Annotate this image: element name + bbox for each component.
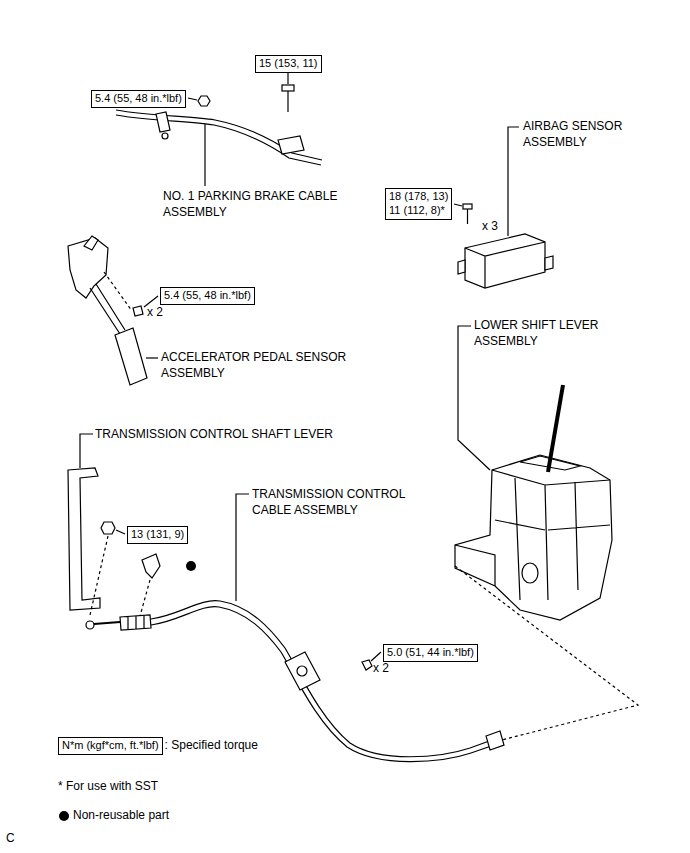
cable-bracket — [278, 136, 304, 154]
leader-line — [146, 357, 158, 358]
torque-spec-box: 5.0 (51, 44 in.*lbf) — [383, 644, 478, 662]
torque-value: 18 (178, 13) — [389, 190, 448, 204]
leader-line — [287, 72, 288, 84]
quantity: x 2 — [147, 305, 163, 321]
bolt — [287, 91, 288, 112]
torque-spec-box: 5.4 (55, 48 in.*lbf) — [160, 287, 255, 305]
legend-swatch — [59, 811, 69, 821]
bolt — [282, 85, 294, 91]
sensor-tab — [458, 256, 553, 274]
cable-eye — [86, 621, 94, 629]
pedal-arm — [90, 284, 125, 334]
part-name: TRANSMISSION CONTROL SHAFT LEVER — [95, 427, 333, 443]
figure-code: C — [6, 831, 15, 847]
dashed-line — [140, 580, 150, 616]
leader-line — [454, 204, 462, 206]
shaft-lever — [68, 468, 100, 610]
leader-line — [188, 98, 197, 100]
torque-value: 15 (153, 11) — [259, 57, 318, 71]
clip — [142, 554, 160, 578]
dashed-line — [104, 272, 132, 311]
airbag-sensor — [465, 234, 545, 288]
cable-grommet — [297, 666, 307, 676]
cable-boot — [120, 615, 151, 630]
pedal-connector — [84, 236, 98, 250]
clip-hole — [162, 133, 168, 139]
dashed-line — [90, 536, 108, 615]
bolt — [362, 660, 372, 670]
non-reusable-mark — [186, 561, 196, 571]
leader-line — [371, 652, 381, 661]
torque-spec-box: 5.4 (55, 48 in.*lbf) — [91, 90, 186, 108]
part-name: NO. 1 PARKING BRAKE CABLE ASSEMBLY — [163, 189, 353, 221]
cable-rod — [94, 622, 120, 624]
shift-lever-body — [455, 455, 612, 620]
parking-brake-cable — [116, 115, 321, 165]
leader-line — [80, 434, 93, 468]
leader-line — [204, 124, 205, 186]
legend-text: * For use with SST — [58, 779, 158, 795]
pedal-pad — [115, 328, 147, 385]
torque-value: 5.4 (55, 48 in.*lbf) — [95, 92, 182, 106]
torque-value: 13 (131, 9) — [131, 528, 184, 542]
shift-stick — [548, 385, 563, 472]
legend-text: Non-reusable part — [73, 808, 169, 824]
part-name: AIRBAG SENSOR ASSEMBLY — [523, 119, 648, 151]
torque-value: 11 (112, 8)* — [389, 204, 448, 218]
part-name: TRANSMISSION CONTROL CABLE ASSEMBLY — [252, 487, 437, 519]
transmission-control-cable — [151, 607, 494, 762]
leader-line — [116, 530, 125, 534]
torque-spec-box: N*m (kgf*cm, ft.*lbf) — [58, 737, 163, 755]
airbag-sensor — [465, 242, 545, 288]
cable-clip — [156, 112, 170, 132]
shift-lever-body — [455, 470, 610, 600]
leader-line — [508, 127, 519, 236]
quantity: x 3 — [482, 219, 498, 235]
torque-spec-box: 13 (131, 9) — [127, 526, 188, 544]
quantity: x 2 — [373, 661, 389, 677]
bolt — [463, 204, 472, 209]
part-name: LOWER SHIFT LEVER ASSEMBLY — [474, 318, 624, 350]
torque-spec-box: 15 (153, 11) — [255, 55, 322, 73]
torque-value: 5.0 (51, 44 in.*lbf) — [387, 646, 474, 660]
part-name: ACCELERATOR PEDAL SENSOR ASSEMBLY — [161, 350, 366, 382]
torque-spec-box: 18 (178, 13)11 (112, 8)* — [385, 188, 452, 220]
nut — [198, 96, 210, 106]
cable-plate — [285, 652, 320, 690]
torque-value: N*m (kgf*cm, ft.*lbf) — [62, 739, 159, 753]
shift-lever-pivot — [522, 563, 538, 583]
cable-end — [486, 731, 504, 750]
torque-value: 5.4 (55, 48 in.*lbf) — [164, 289, 251, 303]
dashed-line — [455, 566, 638, 740]
legend-text: : Specified torque — [165, 738, 258, 754]
transmission-control-cable — [151, 601, 492, 757]
bolt — [133, 306, 143, 316]
bolt — [467, 209, 468, 224]
leader-line — [236, 494, 249, 601]
parking-brake-cable — [116, 110, 322, 160]
nut — [101, 522, 115, 534]
